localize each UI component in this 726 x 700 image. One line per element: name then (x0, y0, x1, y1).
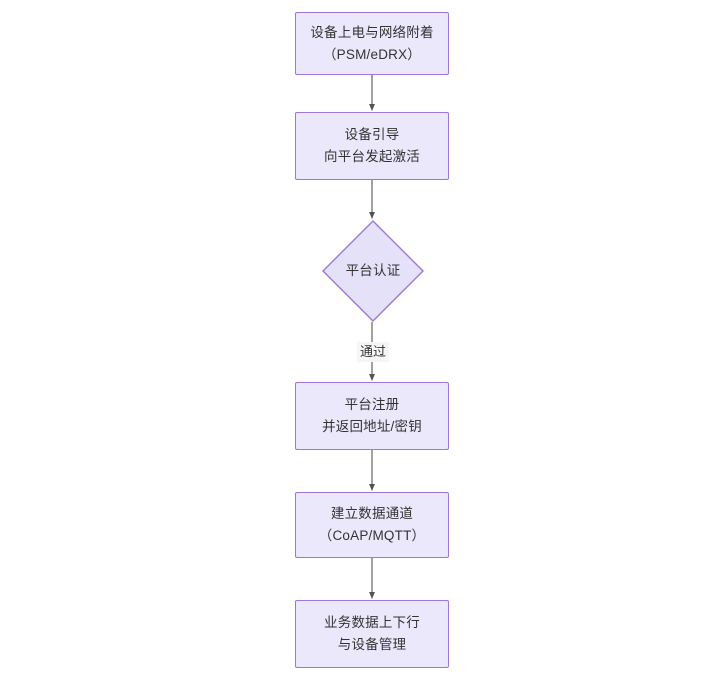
node-business-data-and-device-mgmt[interactable]: 业务数据上下行 与设备管理 (295, 600, 449, 668)
node-label: 设备引导 向平台发起激活 (324, 127, 420, 164)
node-label: 业务数据上下行 与设备管理 (324, 615, 420, 652)
node-platform-auth-decision[interactable]: 平台认证 (322, 220, 424, 322)
node-label: 平台注册 并返回地址/密钥 (322, 397, 422, 434)
node-establish-data-channel[interactable]: 建立数据通道 （CoAP/MQTT） (295, 492, 449, 558)
edge-label-pass: 通过 (356, 342, 390, 362)
node-label: 设备上电与网络附着 （PSM/eDRX） (310, 24, 434, 62)
node-label: 平台认证 (345, 263, 401, 278)
node-device-bootstrap[interactable]: 设备引导 向平台发起激活 (295, 112, 449, 180)
node-device-power-on[interactable]: 设备上电与网络附着 （PSM/eDRX） (295, 12, 449, 75)
diamond-icon (322, 220, 424, 322)
node-platform-register[interactable]: 平台注册 并返回地址/密钥 (295, 382, 449, 450)
node-label: 建立数据通道 （CoAP/MQTT） (318, 506, 426, 543)
